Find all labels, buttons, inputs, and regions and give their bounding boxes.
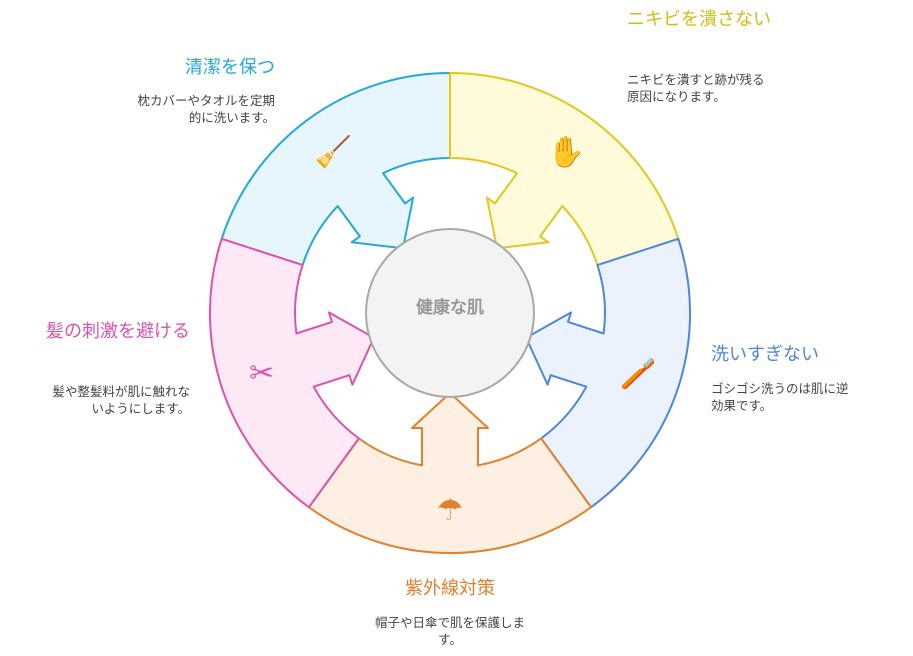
segment-title-wash: 洗いすぎない <box>711 344 819 365</box>
segment-desc-acne: ニキビを潰すと跡が残る原因になります。 <box>627 72 765 104</box>
hand-icon: ✋ <box>547 134 586 170</box>
segment-desc-clean: 枕カバーやタオルを定期的に洗います。 <box>137 93 275 125</box>
segment-acne <box>449 72 680 267</box>
segment-title-clean: 清潔を保つ <box>185 57 275 78</box>
segment-title-uv: 紫外線対策 <box>405 578 495 599</box>
segment-wash <box>525 237 692 509</box>
center-circle <box>365 228 535 398</box>
segment-title-hair: 髪の刺激を避ける <box>46 321 190 342</box>
segment-title-acne: ニキビを潰さない <box>627 9 771 30</box>
segment-desc-wash: ゴシゴシ洗うのは肌に逆効果です。 <box>711 381 849 413</box>
umbrella-person-icon: ☂ <box>436 493 464 528</box>
scissors-comb-icon: ✂ <box>249 356 275 392</box>
segment-hair <box>208 237 375 509</box>
segment-uv <box>307 392 593 555</box>
center-label: 健康な肌 <box>416 298 484 318</box>
segment-desc-uv: 帽子や日傘で肌を保護します。 <box>375 615 526 647</box>
broom-sparkle-icon: 🧹 <box>314 134 353 170</box>
segment-desc-hair: 髪や整髪料が肌に触れないようにします。 <box>52 384 190 416</box>
brush-hand-icon: 🪥 <box>619 356 657 392</box>
